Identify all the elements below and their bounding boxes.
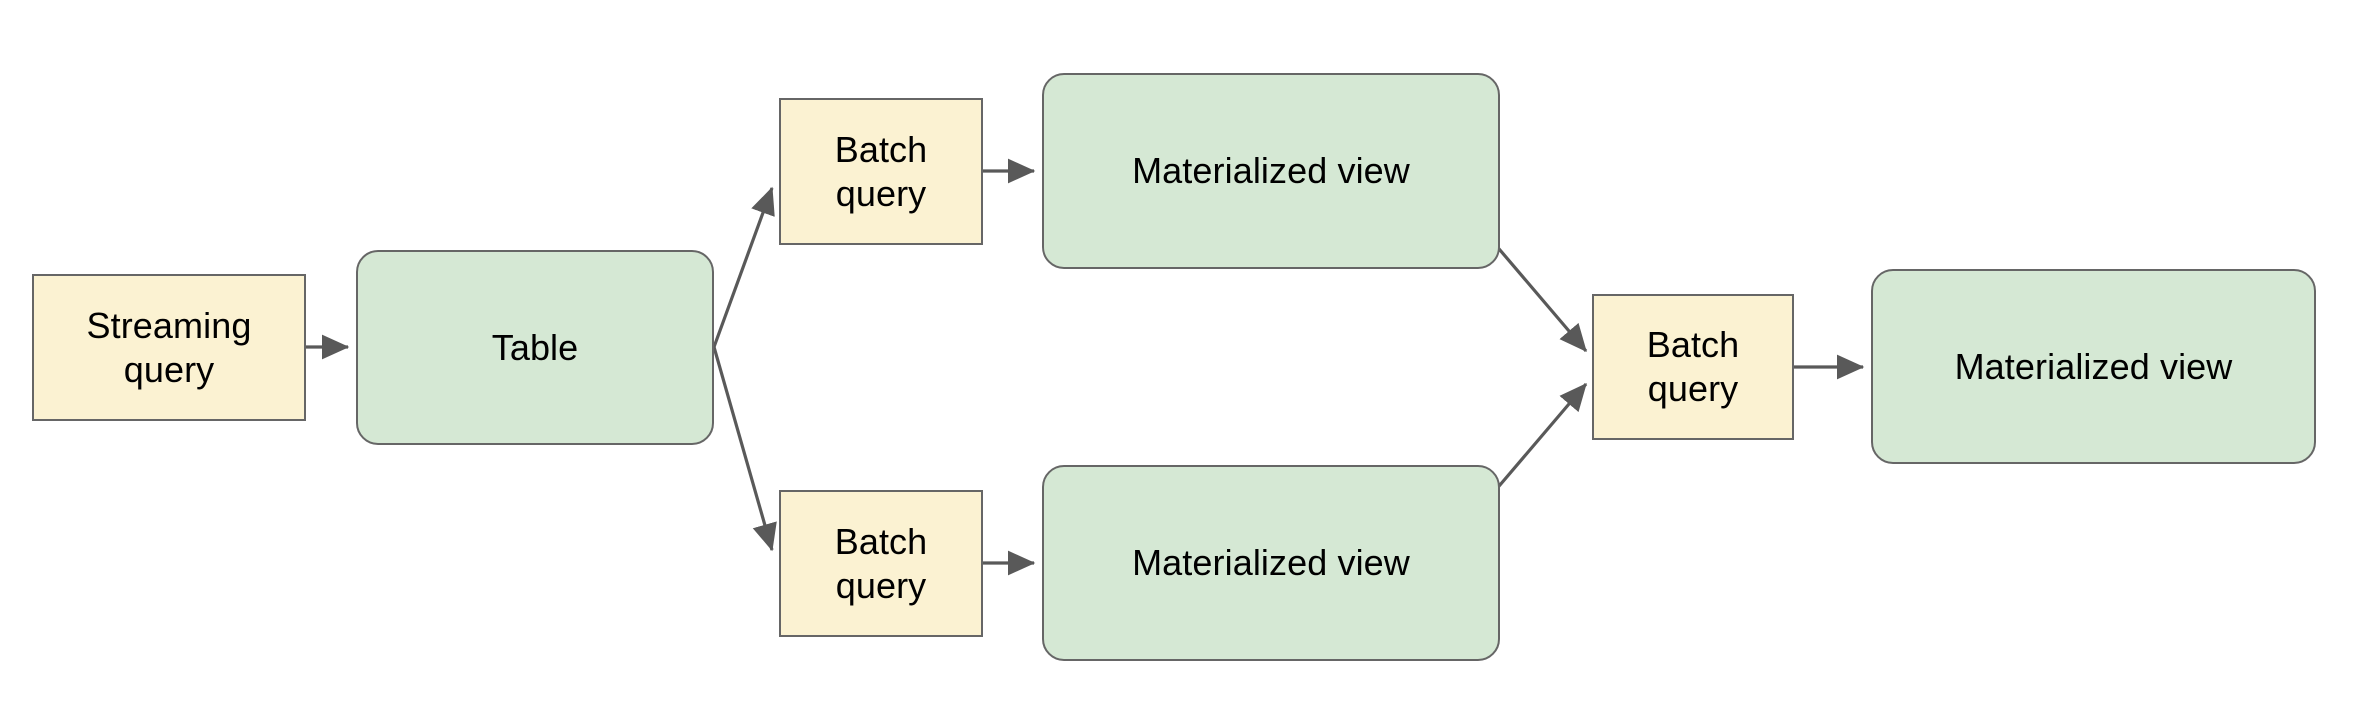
node-label: Batch query [834, 520, 928, 606]
node-materialized-view-final[interactable]: Materialized view [1871, 269, 2316, 464]
edge-table-to-batch-bottom [712, 346, 777, 552]
node-label: Materialized view [1954, 345, 2233, 387]
node-label: Batch query [834, 128, 928, 214]
edge-mv-bottom-to-batch-join [1492, 382, 1588, 494]
node-label: Streaming query [86, 304, 252, 390]
node-label: Batch query [1646, 324, 1740, 409]
node-batch-query-join[interactable]: Batch query [1592, 294, 1794, 440]
node-streaming-query[interactable]: Streaming query [32, 274, 306, 421]
edge-mv-top-to-batch-join [1492, 241, 1588, 353]
node-batch-query-bottom[interactable]: Batch query [779, 490, 983, 637]
edge-table-to-batch-top [712, 186, 775, 348]
node-materialized-view-top[interactable]: Materialized view [1042, 73, 1500, 269]
node-label: Materialized view [1132, 150, 1410, 192]
node-materialized-view-bottom[interactable]: Materialized view [1042, 465, 1500, 661]
node-label: Materialized view [1132, 542, 1410, 584]
node-batch-query-top[interactable]: Batch query [779, 98, 983, 245]
node-label: Table [491, 326, 579, 368]
node-table[interactable]: Table [356, 250, 714, 445]
